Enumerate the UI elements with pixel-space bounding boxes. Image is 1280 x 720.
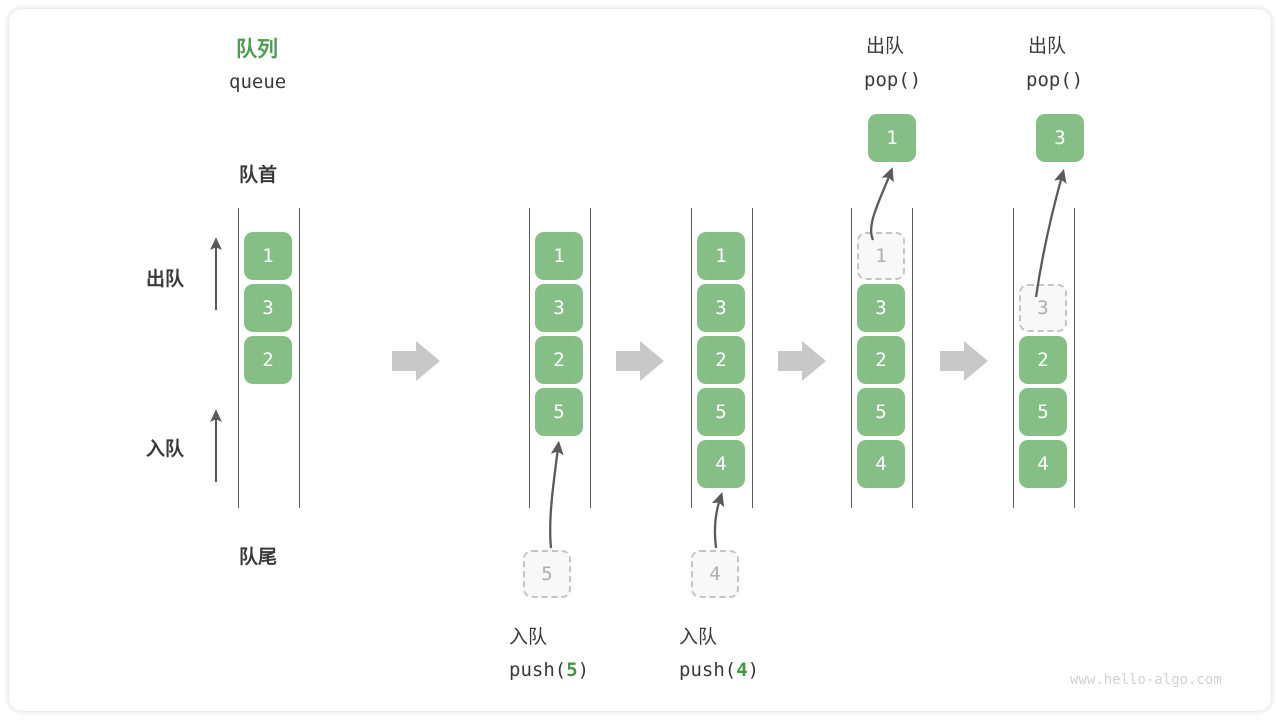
queue-item: 3 xyxy=(857,284,905,332)
ghost-box-pop1: 1 xyxy=(857,232,905,280)
push4-code: push(4) xyxy=(679,659,759,681)
queue-title-en: queue xyxy=(229,71,287,93)
queue-item: 2 xyxy=(535,336,583,384)
queue-item: 5 xyxy=(697,388,745,436)
queue-item: 4 xyxy=(1019,440,1067,488)
queue-item: 3 xyxy=(535,284,583,332)
queue-item: 2 xyxy=(1019,336,1067,384)
pop3-code: pop() xyxy=(1026,69,1084,91)
push4-label-cn: 入队 xyxy=(679,627,718,648)
ghost-box-pop3: 3 xyxy=(1019,284,1067,332)
push5-code-suffix: ) xyxy=(577,659,590,681)
pop3-label-cn: 出队 xyxy=(1028,36,1067,57)
popped-item-3: 3 xyxy=(1036,114,1084,162)
diagram-card xyxy=(9,9,1271,711)
enqueue-label: 入队 xyxy=(146,439,185,460)
queue-item: 1 xyxy=(535,232,583,280)
rail-right-col4 xyxy=(912,208,913,508)
pop1-label-cn: 出队 xyxy=(866,36,905,57)
queue-item: 3 xyxy=(244,284,292,332)
rail-right-col1 xyxy=(299,208,300,508)
queue-item-new: 5 xyxy=(535,388,583,436)
queue-item: 2 xyxy=(244,336,292,384)
pop1-code: pop() xyxy=(864,69,922,91)
queue-item: 1 xyxy=(697,232,745,280)
front-label: 队首 xyxy=(239,165,278,186)
dequeue-label: 出队 xyxy=(146,269,185,290)
ghost-box-push5: 5 xyxy=(523,550,571,598)
rail-left-col4 xyxy=(851,208,852,508)
rail-right-col2 xyxy=(590,208,591,508)
queue-item: 2 xyxy=(857,336,905,384)
push5-code-value: 5 xyxy=(566,659,578,681)
rail-left-col2 xyxy=(529,208,530,508)
rail-left-col5 xyxy=(1013,208,1014,508)
rail-left-col3 xyxy=(691,208,692,508)
queue-item: 1 xyxy=(244,232,292,280)
push5-code: push(5) xyxy=(509,659,589,681)
rail-left-col1 xyxy=(238,208,239,508)
queue-item: 4 xyxy=(857,440,905,488)
queue-item: 5 xyxy=(1019,388,1067,436)
queue-item-new: 4 xyxy=(697,440,745,488)
queue-item: 2 xyxy=(697,336,745,384)
push5-code-prefix: push( xyxy=(509,659,567,681)
rear-label: 队尾 xyxy=(239,547,278,568)
popped-item-1: 1 xyxy=(868,114,916,162)
watermark: www.hello-algo.com xyxy=(1070,672,1222,688)
push4-code-value: 4 xyxy=(736,659,748,681)
push4-code-prefix: push( xyxy=(679,659,737,681)
queue-title-cn: 队列 xyxy=(236,38,278,61)
queue-item: 3 xyxy=(697,284,745,332)
queue-item: 5 xyxy=(857,388,905,436)
ghost-box-push4: 4 xyxy=(691,550,739,598)
push4-code-suffix: ) xyxy=(747,659,760,681)
push5-label-cn: 入队 xyxy=(509,627,548,648)
rail-right-col3 xyxy=(752,208,753,508)
rail-right-col5 xyxy=(1074,208,1075,508)
